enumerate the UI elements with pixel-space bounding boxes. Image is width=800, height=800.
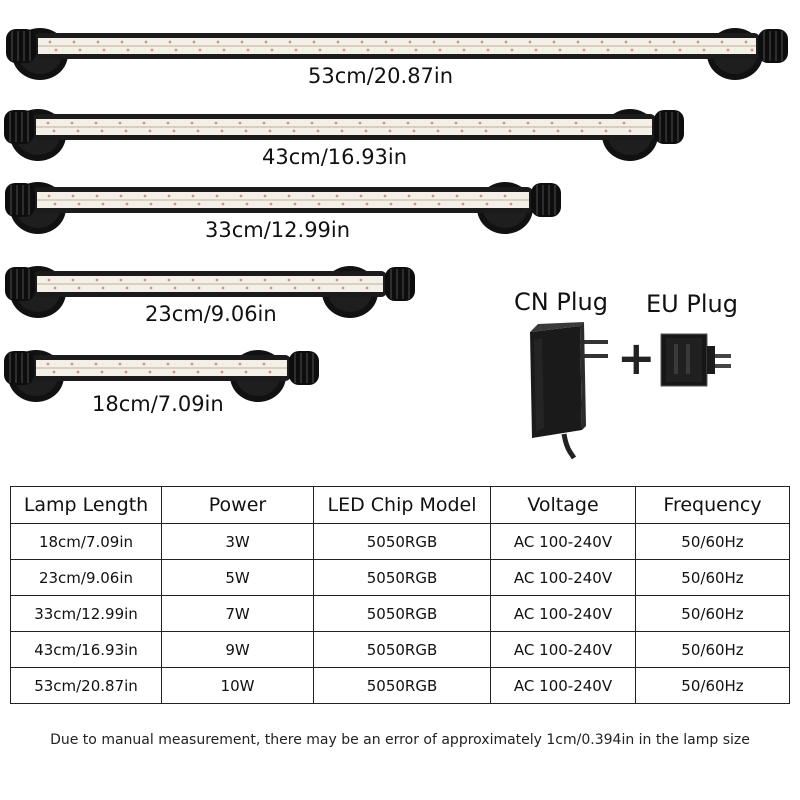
table-row: 53cm/20.87in 10W 5050RGB AC 100-240V 50/… — [10, 667, 790, 704]
lamp-33cm: 33cm/12.99in — [0, 178, 800, 248]
cell-led-chip-model: 5050RGB — [313, 523, 491, 560]
lamp-18cm-image — [4, 350, 319, 402]
lamp-53cm-label: 53cm/20.87in — [308, 64, 454, 88]
cell-lamp-length: 53cm/20.87in — [10, 667, 162, 704]
lamp-18cm-label: 18cm/7.09in — [92, 392, 224, 416]
spec-table: Lamp Length Power LED Chip Model Voltage… — [10, 486, 790, 704]
cell-frequency: 50/60Hz — [635, 667, 790, 704]
table-row: 23cm/9.06in 5W 5050RGB AC 100-240V 50/60… — [10, 559, 790, 596]
cell-lamp-length: 33cm/12.99in — [10, 595, 162, 632]
lamp-53cm-image — [6, 28, 788, 80]
lamp-43cm-image — [4, 109, 684, 161]
lamp-53cm: 53cm/20.87in — [0, 22, 800, 97]
cell-led-chip-model: 5050RGB — [313, 559, 491, 596]
table-row: 43cm/16.93in 9W 5050RGB AC 100-240V 50/6… — [10, 631, 790, 668]
cell-frequency: 50/60Hz — [635, 523, 790, 560]
cn-plug-label: CN Plug — [514, 288, 608, 316]
eu-plug-adapter-image — [660, 333, 731, 387]
cell-power: 7W — [161, 595, 314, 632]
lamp-18cm: 18cm/7.09in — [0, 344, 800, 416]
cell-led-chip-model: 5050RGB — [313, 595, 491, 632]
table-row: 18cm/7.09in 3W 5050RGB AC 100-240V 50/60… — [10, 523, 790, 560]
lamp-43cm: 43cm/16.93in — [0, 105, 800, 175]
cell-led-chip-model: 5050RGB — [313, 631, 491, 668]
lamp-43cm-label: 43cm/16.93in — [262, 145, 408, 169]
lamp-23cm-image — [5, 266, 415, 318]
lamp-33cm-image — [5, 182, 561, 234]
cell-frequency: 50/60Hz — [635, 559, 790, 596]
cell-frequency: 50/60Hz — [635, 595, 790, 632]
header-power: Power — [161, 486, 314, 524]
measurement-note: Due to manual measurement, there may be … — [50, 732, 750, 748]
cell-lamp-length: 43cm/16.93in — [10, 631, 162, 668]
table-row: 33cm/12.99in 7W 5050RGB AC 100-240V 50/6… — [10, 595, 790, 632]
lamp-33cm-label: 33cm/12.99in — [205, 218, 351, 242]
table-header-row: Lamp Length Power LED Chip Model Voltage… — [10, 486, 790, 524]
cell-lamp-length: 23cm/9.06in — [10, 559, 162, 596]
header-voltage: Voltage — [490, 486, 636, 524]
plus-sign: + — [617, 331, 656, 385]
cell-power: 3W — [161, 523, 314, 560]
header-led-chip-model: LED Chip Model — [313, 486, 491, 524]
lamp-23cm-label: 23cm/9.06in — [145, 302, 277, 326]
cn-plug-adapter-image — [530, 322, 608, 460]
cell-power: 5W — [161, 559, 314, 596]
cell-led-chip-model: 5050RGB — [313, 667, 491, 704]
cell-frequency: 50/60Hz — [635, 631, 790, 668]
cell-power: 10W — [161, 667, 314, 704]
header-lamp-length: Lamp Length — [10, 486, 162, 524]
cell-voltage: AC 100-240V — [490, 595, 636, 632]
cell-voltage: AC 100-240V — [490, 523, 636, 560]
cell-voltage: AC 100-240V — [490, 667, 636, 704]
header-frequency: Frequency — [635, 486, 790, 524]
cell-voltage: AC 100-240V — [490, 559, 636, 596]
cell-lamp-length: 18cm/7.09in — [10, 523, 162, 560]
lamp-23cm: 23cm/9.06in — [0, 260, 800, 330]
eu-plug-label: EU Plug — [646, 290, 738, 318]
cell-voltage: AC 100-240V — [490, 631, 636, 668]
cell-power: 9W — [161, 631, 314, 668]
